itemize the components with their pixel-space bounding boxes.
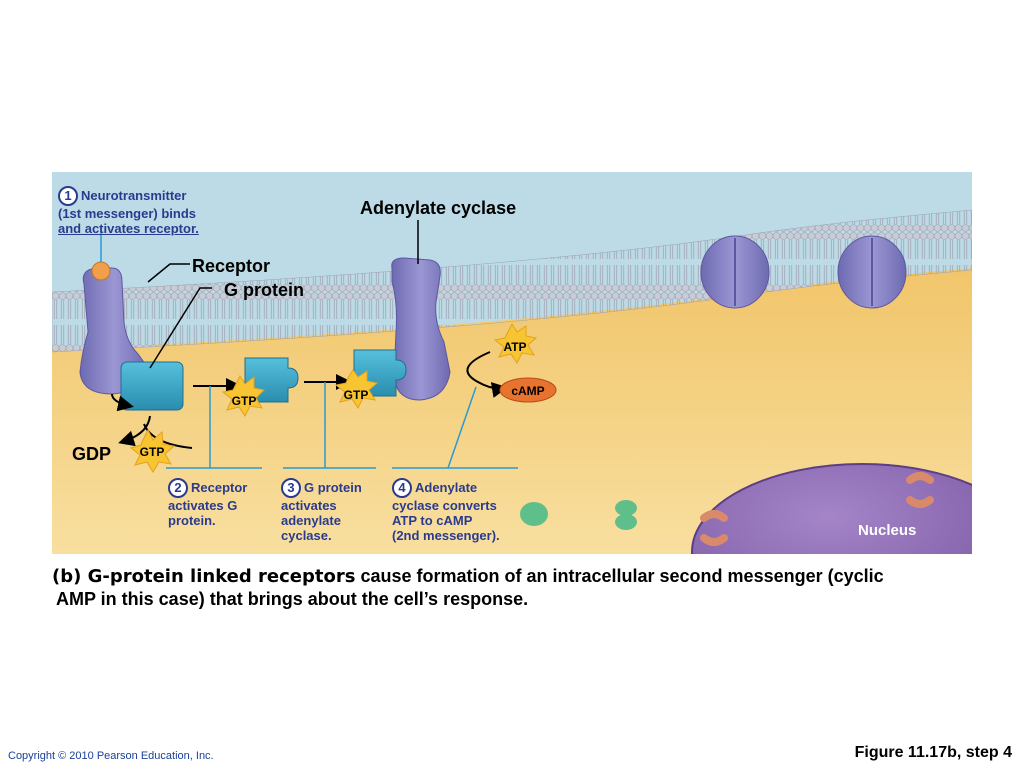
step-2-line-3: protein. <box>168 513 216 528</box>
gtp-burst <box>334 369 379 409</box>
caption-lead: (b) G-protein linked receptors <box>52 566 356 587</box>
step-3-line-1: G protein <box>304 480 362 495</box>
figure-caption: (b) G-protein linked receptors cause for… <box>52 565 982 610</box>
neurotransmitter <box>91 261 111 281</box>
step-4-line-3: ATP to cAMP <box>392 513 473 528</box>
step-1-line-2: (1st messenger) binds <box>58 206 196 221</box>
receptor-label: Receptor <box>192 256 271 276</box>
membrane-protein <box>700 235 770 309</box>
step-3-line-2: activates <box>281 498 337 513</box>
gtp-burst <box>221 374 266 417</box>
arrow <box>111 393 134 412</box>
leader-line <box>447 386 477 469</box>
vesicle <box>520 502 548 526</box>
step-2-line-2: activates G <box>168 498 238 513</box>
arrow <box>466 351 508 398</box>
step-1-line-3: and activates receptor. <box>58 221 199 236</box>
step-4-line-4: (2nd messenger). <box>392 528 500 543</box>
gtp-burst <box>129 428 176 473</box>
gtp-label: GTP <box>343 388 369 402</box>
leader-line <box>147 263 190 283</box>
vesicle <box>615 500 637 530</box>
adenylate-cyclase <box>391 257 451 401</box>
step-3-line-4: cyclase. <box>281 528 332 543</box>
copyright-notice: Copyright © 2010 Pearson Education, Inc. <box>8 750 214 762</box>
caption-line-1: cause formation of an intracellular seco… <box>355 566 884 586</box>
step-4-line-2: cyclase converts <box>392 498 497 513</box>
g-protein-label: G protein <box>224 280 304 300</box>
step-3-line-3: adenylate <box>281 513 341 528</box>
step-4-line-1: Adenylate <box>415 480 478 495</box>
adenylate-cyclase-label: Adenylate cyclase <box>360 198 517 218</box>
step-1-number: 1 <box>58 186 78 206</box>
camp-molecule <box>499 377 557 403</box>
arrow <box>118 415 151 447</box>
atp-burst <box>493 322 538 364</box>
figure-reference: Figure 11.17b, step 4 <box>854 744 1012 761</box>
gdp-label: GDP <box>72 444 112 464</box>
membrane-protein <box>837 235 907 309</box>
step-2-line-1: Receptor <box>191 480 248 495</box>
g-protein <box>120 361 184 411</box>
step-1-line-1: Neurotransmitter <box>81 188 187 203</box>
step-4-number: 4 <box>392 478 412 498</box>
leader-line <box>149 287 212 369</box>
gtp-label: GTP <box>139 445 165 459</box>
gtp-label: GTP <box>231 394 257 408</box>
camp-label: cAMP <box>511 384 545 398</box>
nucleus <box>691 463 972 554</box>
step-2-number: 2 <box>168 478 188 498</box>
step-3-number: 3 <box>281 478 301 498</box>
caption-line-2: AMP in this case) that brings about the … <box>56 589 529 609</box>
nuclear-pore <box>906 472 934 508</box>
atp-label: ATP <box>503 340 527 354</box>
nuclear-pore <box>700 510 728 546</box>
nucleus-label: Nucleus <box>858 522 917 539</box>
